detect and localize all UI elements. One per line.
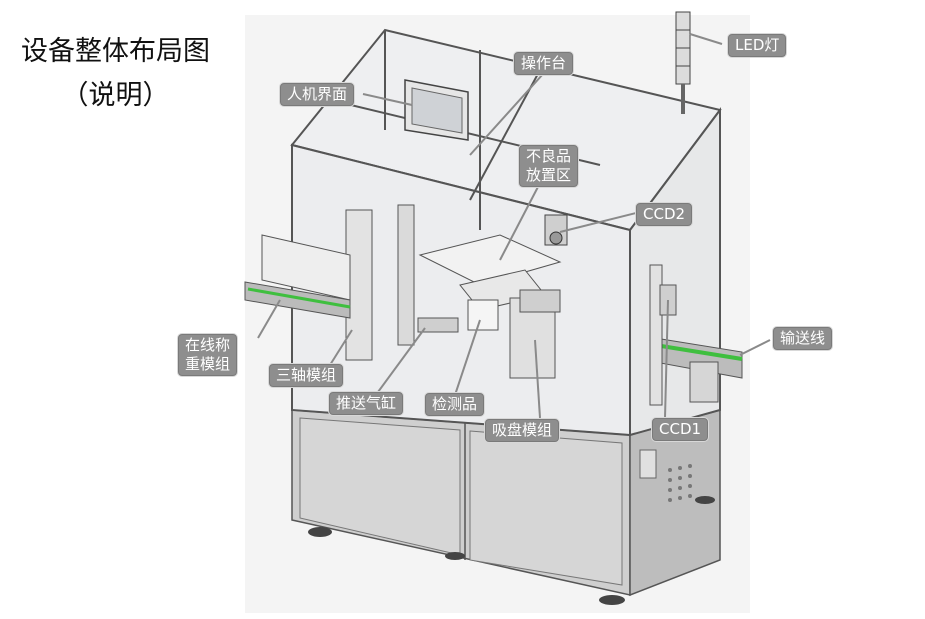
diagram-title: 设备整体布局图 （说明） (8, 30, 223, 118)
label-suction-module: 吸盘模组 (484, 418, 561, 443)
title-line-1: 设备整体布局图 (21, 36, 210, 67)
vent-holes (668, 464, 692, 502)
label-inspected-product: 检测品 (424, 392, 486, 417)
push-cylinder (417, 299, 499, 333)
weighing-module (244, 234, 351, 319)
label-reject-area-line-2: 放置区 (526, 166, 572, 184)
leader-lines (257, 33, 771, 419)
label-reject-area-line-1: 不良品 (526, 147, 572, 165)
label-ccd1: CCD1 (651, 417, 710, 442)
label-weighing-module: 在线称 重模组 (177, 333, 239, 377)
ccd2-camera (544, 214, 568, 246)
title-line-2: （说明） (61, 80, 170, 111)
label-push-cylinder: 推送气缸 (328, 391, 405, 416)
hmi-screen (404, 79, 469, 141)
suction-module (509, 289, 561, 379)
label-operation-table: 操作台 (513, 51, 575, 76)
label-weighing-line-1: 在线称 (185, 336, 231, 354)
label-ccd2: CCD2 (635, 202, 694, 227)
leveling-feet (308, 496, 715, 605)
label-hmi: 人机界面 (279, 82, 356, 107)
label-weighing-line-2: 重模组 (185, 355, 231, 373)
led-tower (675, 11, 691, 114)
conveyor-line (654, 337, 743, 403)
label-led: LED灯 (727, 33, 788, 58)
label-reject-area: 不良品 放置区 (518, 144, 580, 188)
label-conveyor: 输送线 (772, 326, 834, 351)
cabinet-base (291, 409, 721, 605)
label-three-axis: 三轴模组 (268, 363, 345, 388)
three-axis-module (345, 204, 415, 361)
cabinet-switch (639, 449, 657, 479)
